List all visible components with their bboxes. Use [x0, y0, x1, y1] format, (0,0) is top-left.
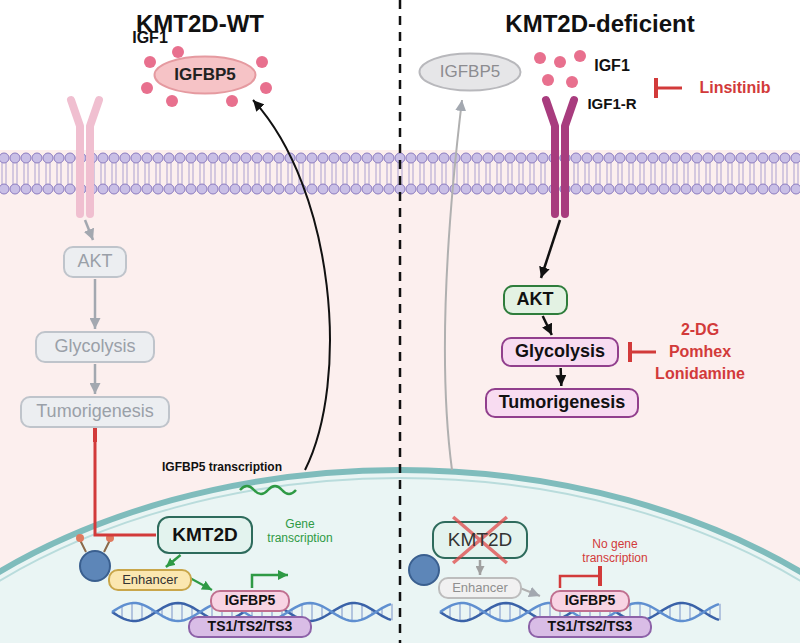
- igf1-ligand: [141, 46, 586, 107]
- annotation-label: No gene transcription: [575, 538, 655, 566]
- process-box: Glycolysis: [501, 337, 619, 367]
- annotation-label: Gene transcription: [260, 518, 340, 546]
- annotation-label: IGF1-R: [587, 95, 636, 112]
- node-text: KMT2D: [172, 525, 237, 546]
- annotation-label: IGF1: [132, 29, 168, 47]
- dna-element-box: TS1/TS2/TS3: [188, 616, 312, 638]
- inhibition-connector: [95, 432, 156, 535]
- transcription-blocked: [560, 576, 600, 588]
- node-text: IGFBP5: [225, 593, 276, 608]
- node-text: IGFBP5: [565, 593, 616, 608]
- node-text: AKT: [77, 252, 112, 272]
- annotation-label: IGF1: [594, 57, 630, 75]
- process-box: Glycolysis: [35, 331, 155, 363]
- transcription-arrow: [252, 575, 288, 588]
- node-text: Glycolysis: [515, 342, 605, 362]
- process-box: AKT: [63, 246, 127, 278]
- protein-ellipse: IGFBP5: [418, 52, 522, 92]
- process-box: KMT2D: [157, 516, 253, 554]
- nucleus: [0, 470, 800, 643]
- arrow-connector: [543, 316, 552, 335]
- arrow-connector: [94, 364, 97, 394]
- cell-membrane: [0, 153, 800, 194]
- dna-element-box: Enhancer: [108, 569, 192, 591]
- node-text: Tumorigenesis: [36, 402, 153, 422]
- annotation-label: Pomhex: [669, 343, 731, 361]
- annotation-label: IGFBP5 transcription: [162, 461, 282, 475]
- enhancer-activation-arrow: [190, 578, 212, 590]
- annotation-label: Linsitinib: [699, 79, 770, 97]
- panel-divider: [399, 0, 402, 643]
- process-box: AKT: [503, 285, 568, 315]
- node-text: KMT2D: [448, 530, 512, 551]
- node-text: Glycolysis: [54, 337, 135, 357]
- protein-ellipse: IGFBP5: [153, 55, 257, 95]
- mrna-transcript: [240, 486, 296, 494]
- enhancer-inactive-arrow: [520, 588, 540, 596]
- glycolysis-inhibition: [630, 351, 656, 354]
- dna-element-box: TS1/TS2/TS3: [528, 616, 652, 638]
- node-text: Enhancer: [122, 573, 178, 587]
- annotation-label: 2-DG: [681, 321, 719, 339]
- node-text: TS1/TS2/TS3: [548, 619, 633, 634]
- igf1-receptor-inactive: [71, 100, 99, 214]
- node-text: TS1/TS2/TS3: [208, 619, 293, 634]
- process-box: Tumorigenesis: [485, 388, 640, 418]
- node-text: Enhancer: [452, 581, 508, 595]
- nucleosome: [409, 555, 439, 585]
- node-text: Tumorigenesis: [499, 393, 626, 413]
- node-text: IGFBP5: [174, 66, 235, 85]
- linsitinib-inhibition: [656, 87, 682, 90]
- panel-title: KMT2D-deficient: [505, 10, 694, 38]
- process-box: Tumorigenesis: [20, 396, 170, 428]
- process-box: KMT2D: [432, 521, 528, 559]
- igf1-receptor-active: [546, 100, 574, 214]
- secretion-arrow-absent: [445, 100, 462, 470]
- dna-element-box: Enhancer: [438, 577, 522, 599]
- node-text: IGFBP5: [440, 63, 500, 82]
- arrow-connector: [166, 555, 181, 567]
- arrow-connector: [94, 279, 97, 329]
- dna-element-box: IGFBP5: [210, 590, 290, 612]
- receptor-signal-arrow: [541, 220, 560, 278]
- annotation-label: Lonidamine: [655, 365, 745, 383]
- secretion-arrow: [253, 100, 330, 470]
- node-text: AKT: [517, 290, 554, 310]
- arrow-connector: [559, 368, 562, 386]
- arrow-connector: [479, 560, 482, 575]
- dna-element-box: IGFBP5: [550, 590, 630, 612]
- receptor-signal-arrow: [85, 220, 93, 240]
